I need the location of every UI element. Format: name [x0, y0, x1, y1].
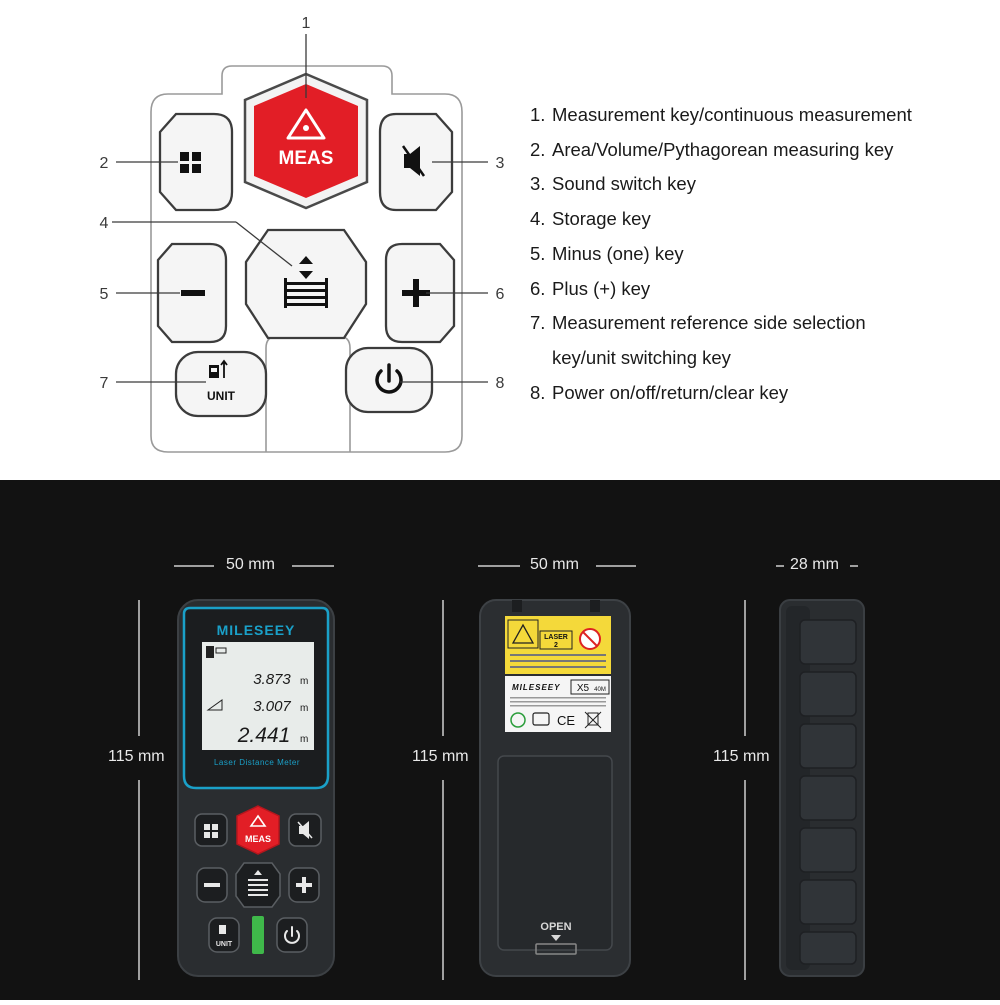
unit-key[interactable]: UNIT	[174, 350, 268, 418]
legend-item: 8.Power on/off/return/clear key	[530, 381, 789, 403]
housing-notch	[265, 335, 351, 452]
front-meas-key[interactable]: MEAS	[236, 805, 280, 855]
power-icon	[284, 926, 300, 944]
plus-icon	[402, 279, 430, 307]
storage-key[interactable]	[244, 228, 368, 340]
plus-icon	[296, 877, 312, 893]
device-views-panel: MILESEEY 3.873 m 3.007 m 2.441 m Laser D…	[0, 480, 1000, 1000]
ce-mark: CE	[557, 713, 575, 728]
legend-item: 4.Storage key	[530, 208, 651, 230]
model-name: X5	[577, 683, 590, 694]
reference-side-icon	[209, 359, 228, 378]
callout-1: 1	[302, 15, 311, 32]
minus-key[interactable]	[156, 242, 228, 344]
lcd-line-1: 3.873	[253, 671, 291, 688]
housing-outline	[150, 65, 463, 453]
weee-bin-icon	[584, 711, 602, 729]
open-arrow-icon	[551, 935, 561, 941]
lcd-indicator-icons	[206, 646, 227, 711]
lcd-screen	[202, 642, 314, 750]
sound-switch-key[interactable]	[378, 112, 454, 212]
lcd-unit-2: m	[300, 703, 308, 714]
front-plus-key[interactable]	[288, 867, 320, 903]
screen-caption: Laser Distance Meter	[214, 758, 300, 767]
front-sound-key[interactable]	[288, 813, 322, 847]
callout-8: 8	[496, 375, 505, 392]
lcd-unit-3: m	[300, 734, 308, 745]
back-brand: MILESEEY	[512, 683, 560, 692]
power-key[interactable]	[344, 346, 434, 414]
grid-icon	[204, 824, 218, 838]
model-range: 40M	[594, 687, 606, 693]
side-width-label: 28 mm	[790, 556, 839, 573]
lcd-line-3: 2.441	[237, 724, 291, 747]
battery-latch[interactable]	[535, 943, 577, 955]
laser-class: 2	[554, 642, 558, 649]
area-volume-key[interactable]	[158, 112, 234, 212]
front-height-label: 115 mm	[108, 748, 165, 765]
front-unit-key[interactable]: UNIT	[208, 917, 240, 953]
speaker-mute-icon	[401, 145, 426, 177]
callout-3: 3	[496, 155, 505, 172]
back-width-label: 50 mm	[530, 556, 579, 573]
front-area-key[interactable]	[194, 813, 228, 847]
legend-item: 5.Minus (one) key	[530, 242, 684, 264]
laser-label: LASER	[544, 634, 568, 641]
device-back-view: LASER 2 MILESEEY X5 40M CE OPEN	[479, 599, 631, 977]
laser-warning-icon	[286, 108, 326, 140]
rohs-mark-icon	[510, 712, 526, 728]
front-width-label: 50 mm	[226, 556, 275, 573]
callout-7: 7	[100, 375, 109, 392]
callout-6: 6	[496, 286, 505, 303]
side-height-label: 115 mm	[713, 748, 770, 765]
height-dimension-lines	[138, 600, 746, 980]
callout-5: 5	[100, 286, 109, 303]
speaker-mute-icon	[297, 821, 313, 839]
legend-item: 2.Area/Volume/Pythagorean measuring key	[530, 138, 894, 160]
legend-item: 6.Plus (+) key	[530, 277, 651, 299]
storage-icon	[248, 870, 268, 896]
legend-item-continued: key/unit switching key	[552, 346, 731, 368]
open-label: OPEN	[540, 921, 571, 933]
front-minus-key[interactable]	[196, 867, 228, 903]
storage-icon	[284, 256, 328, 308]
front-storage-key[interactable]	[235, 862, 281, 908]
keypad-diagram: MEAS	[100, 15, 505, 453]
green-laser-window	[252, 916, 264, 954]
front-meas-label: MEAS	[245, 834, 271, 844]
lcd-line-2: 3.007	[253, 698, 291, 715]
legend-item: 1.Measurement key/continuous measurement	[530, 104, 912, 125]
back-height-label: 115 mm	[412, 748, 469, 765]
legend-item: 7.Measurement reference side selection	[530, 312, 866, 334]
side-grip-ribs	[799, 619, 857, 965]
minus-icon	[181, 290, 205, 296]
meas-key[interactable]: MEAS	[243, 72, 369, 210]
callout-4: 4	[100, 215, 109, 232]
fcc-mark-icon	[532, 712, 550, 726]
key-legend: 1.Measurement key/continuous measurement…	[530, 98, 990, 410]
minus-icon	[204, 883, 220, 887]
battery-cover[interactable]	[497, 755, 613, 951]
front-unit-label: UNIT	[216, 941, 233, 948]
grid-icon	[180, 152, 201, 173]
power-icon	[375, 363, 403, 394]
brand-logo: MILESEEY	[217, 622, 296, 638]
spec-label	[505, 676, 611, 732]
device-side-view	[779, 599, 865, 977]
legend-item: 3.Sound switch key	[530, 173, 696, 195]
front-power-key[interactable]	[276, 917, 308, 953]
lcd-unit-1: m	[300, 676, 308, 687]
device-front-view: MILESEEY 3.873 m 3.007 m 2.441 m Laser D…	[177, 599, 335, 977]
device-views: MILESEEY 3.873 m 3.007 m 2.441 m Laser D…	[138, 565, 865, 980]
callout-lines	[112, 34, 488, 383]
laser-hazard-icon	[507, 619, 539, 649]
unit-key-label: UNIT	[207, 389, 236, 403]
meas-key-label: MEAS	[279, 148, 334, 169]
callout-numbers: 1 2 3 4 5 6 7 8	[100, 15, 505, 392]
keypad-diagram-panel: MEAS	[0, 0, 1000, 480]
plus-key[interactable]	[384, 242, 456, 344]
reference-side-icon	[219, 925, 226, 934]
callout-2: 2	[100, 155, 109, 172]
